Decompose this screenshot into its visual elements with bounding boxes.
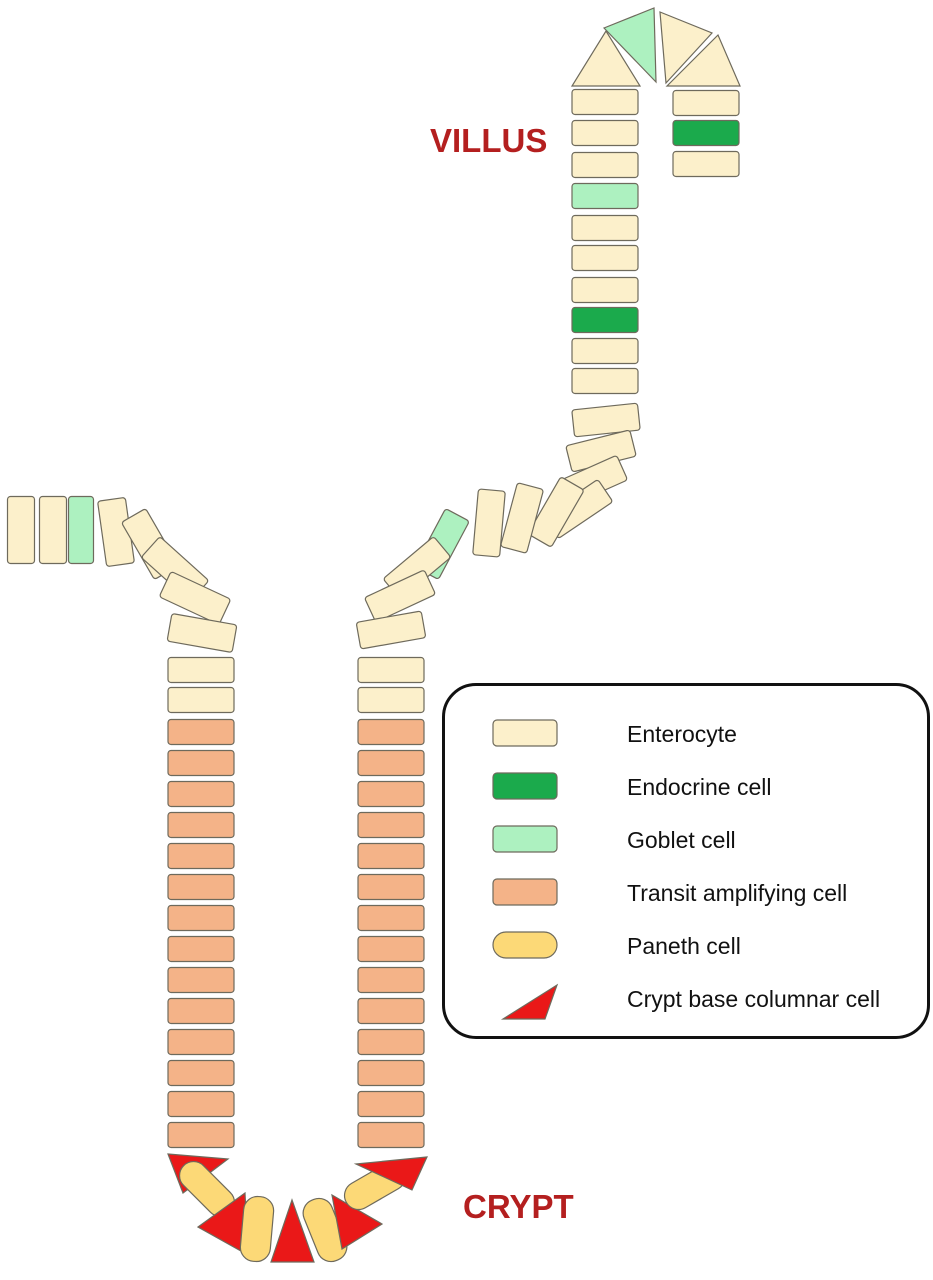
enterocyte-cell-27 [38, 495, 68, 565]
transit-amplifying-cell-26 [167, 1059, 235, 1087]
goblet-cell-1 [602, 7, 657, 84]
transit-amplifying-cell-6 [357, 873, 425, 901]
endocrine-cell-1 [571, 306, 639, 334]
transit-amplifying-cell-1 [357, 718, 425, 746]
transit-amplifying-cell-9 [357, 966, 425, 994]
transit-amplifying-cell-18 [167, 811, 235, 839]
legend-label-transit: Transit amplifying cell [627, 880, 848, 906]
transit-amplifying-cell-11 [357, 1028, 425, 1056]
endocrine-swatch [492, 772, 558, 800]
transit-amplifying-cell-14 [357, 1121, 425, 1149]
enterocyte-cell-23 [356, 610, 426, 650]
crypt-base-columnar-cell-5 [353, 1156, 428, 1191]
transit-amplifying-cell-3 [357, 780, 425, 808]
enterocyte-swatch [492, 719, 558, 747]
crypt-base-columnar-cell-3 [270, 1198, 315, 1263]
enterocyte-cell-26 [6, 495, 36, 565]
transit-amplifying-cell-19 [167, 842, 235, 870]
transit-amplifying-swatch [492, 878, 558, 906]
transit-amplifying-cell-21 [167, 904, 235, 932]
legend-label-cbc: Crypt base columnar cell [627, 986, 881, 1012]
transit-amplifying-cell-16 [167, 749, 235, 777]
transit-amplifying-cell-27 [167, 1090, 235, 1118]
enterocyte-cell-24 [357, 656, 425, 684]
crypt-base-columnar-swatch [500, 983, 559, 1020]
transit-amplifying-cell-10 [357, 997, 425, 1025]
enterocyte-cell-19 [500, 482, 544, 554]
legend-label-goblet: Goblet cell [627, 827, 736, 853]
enterocyte-cell-8 [571, 244, 639, 272]
enterocyte-cell-7 [571, 214, 639, 242]
epithelial-cell-layer [6, 7, 741, 1263]
enterocyte-cell-32 [166, 613, 238, 653]
endocrine-cell-2 [672, 119, 740, 147]
enterocyte-cell-14 [571, 402, 641, 438]
legend-label-endocrine: Endocrine cell [627, 774, 772, 800]
goblet-cell-4 [67, 495, 95, 565]
crypt-label: CRYPT [463, 1188, 574, 1225]
enterocyte-cell-34 [167, 686, 235, 714]
legend-label-enterocyte: Enterocyte [627, 721, 737, 747]
enterocyte-cell-9 [571, 276, 639, 304]
goblet-cell-2 [571, 182, 639, 210]
enterocyte-cell-11 [571, 367, 639, 395]
transit-amplifying-cell-8 [357, 935, 425, 963]
enterocyte-cell-33 [167, 656, 235, 684]
transit-amplifying-cell-20 [167, 873, 235, 901]
paneth-cell-2 [239, 1195, 275, 1263]
transit-amplifying-cell-5 [357, 842, 425, 870]
enterocyte-cell-4 [571, 88, 639, 116]
enterocyte-cell-3 [665, 33, 741, 87]
enterocyte-cell-25 [357, 686, 425, 714]
enterocyte-cell-13 [672, 150, 740, 178]
enterocyte-cell-31 [159, 571, 231, 625]
enterocyte-cell-12 [672, 89, 740, 117]
enterocyte-cell-1 [570, 29, 642, 87]
villus-label: VILLUS [430, 122, 548, 159]
legend-label-paneth: Paneth cell [627, 933, 741, 959]
transit-amplifying-cell-25 [167, 1028, 235, 1056]
transit-amplifying-cell-2 [357, 749, 425, 777]
transit-amplifying-cell-4 [357, 811, 425, 839]
enterocyte-cell-10 [571, 337, 639, 365]
transit-amplifying-cell-13 [357, 1090, 425, 1118]
enterocyte-cell-22 [364, 570, 436, 622]
transit-amplifying-cell-24 [167, 997, 235, 1025]
transit-amplifying-cell-15 [167, 718, 235, 746]
legend: Enterocyte Endocrine cell Goblet cell Tr… [442, 683, 930, 1039]
enterocyte-cell-6 [571, 151, 639, 179]
enterocyte-cell-20 [472, 488, 506, 558]
transit-amplifying-cell-22 [167, 935, 235, 963]
goblet-swatch [492, 825, 558, 853]
paneth-swatch [492, 931, 558, 959]
enterocyte-cell-2 [659, 11, 714, 85]
enterocyte-cell-5 [571, 119, 639, 147]
transit-amplifying-cell-7 [357, 904, 425, 932]
enterocyte-cell-18 [528, 477, 584, 547]
transit-amplifying-cell-28 [167, 1121, 235, 1149]
transit-amplifying-cell-23 [167, 966, 235, 994]
transit-amplifying-cell-17 [167, 780, 235, 808]
transit-amplifying-cell-12 [357, 1059, 425, 1087]
